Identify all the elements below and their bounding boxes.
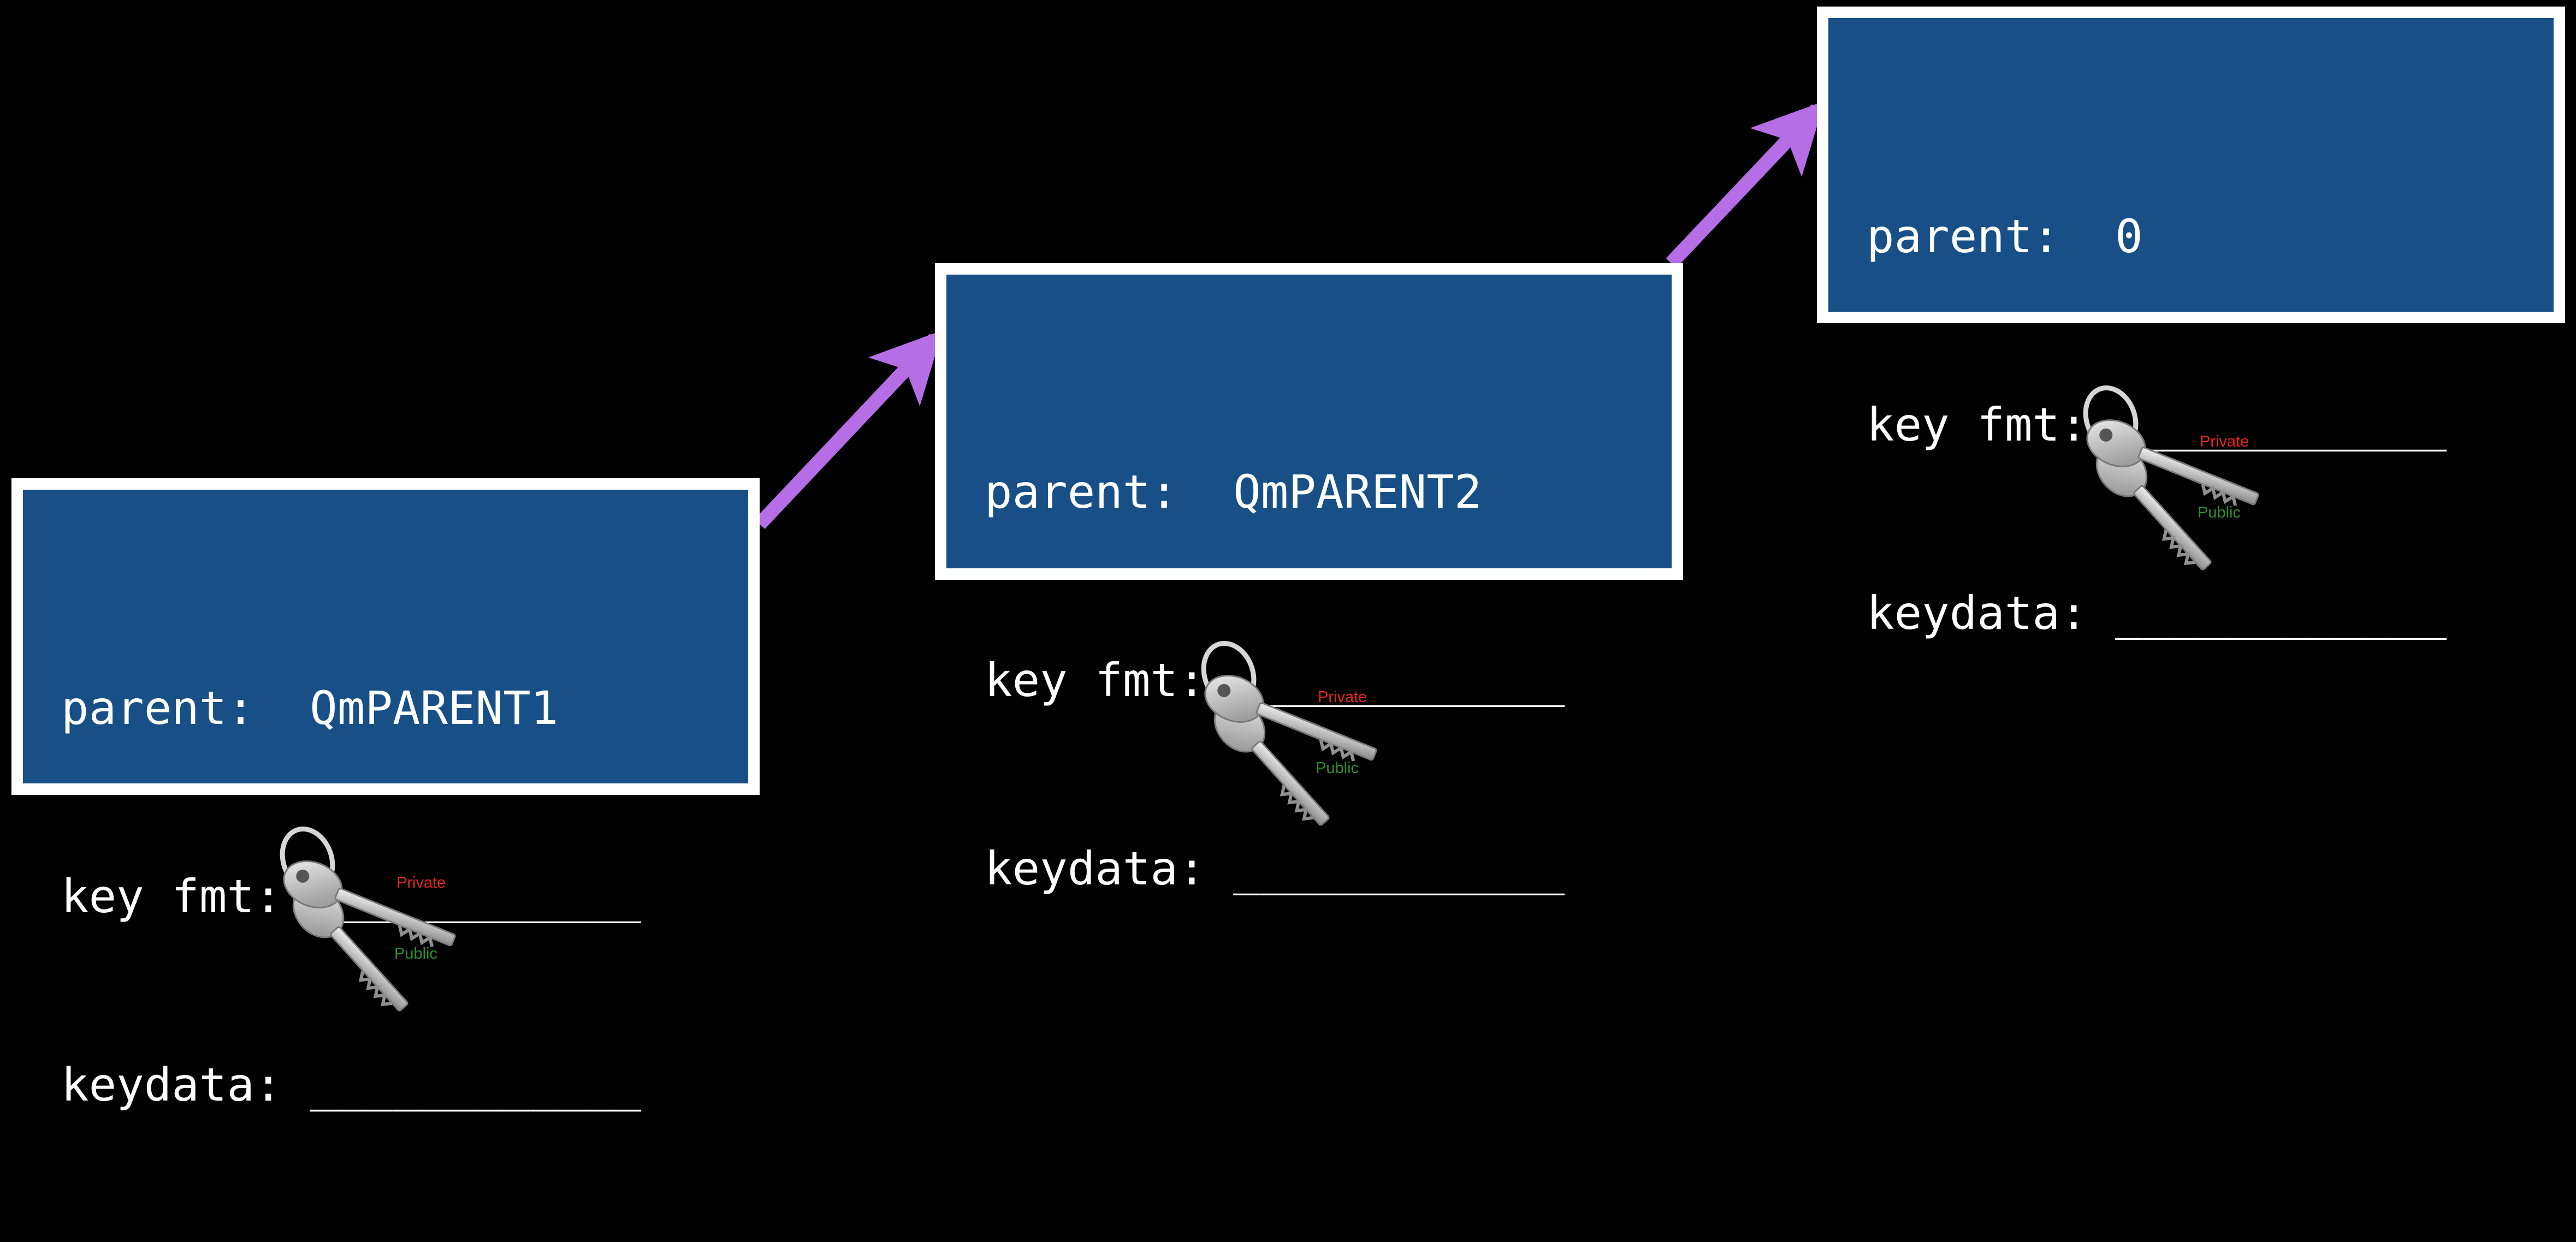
keyfmt-row: key fmt: ____________	[1867, 394, 2447, 456]
key-ring-icon	[280, 826, 456, 1012]
keydata-row: keydata: ____________	[985, 837, 1565, 900]
keydata-row: keydata: ____________	[61, 1054, 641, 1116]
keyfmt-value: ____________	[2115, 398, 2447, 451]
link-arrow-1-to-2	[754, 330, 943, 529]
keydata-label: keydata:	[61, 1058, 282, 1112]
keyfmt-label: key fmt:	[61, 870, 282, 923]
keypair-1: Private Public	[261, 822, 523, 1051]
parent-row: parent: QmPARENT2	[985, 461, 1565, 524]
link-arrow-2-to-3	[1666, 100, 1825, 268]
record-box-2: parent: QmPARENT2 key fmt: ____________ …	[935, 263, 1683, 895]
parent-label: parent:	[61, 681, 255, 735]
private-key-label: Private	[1318, 688, 1367, 706]
record-box-3: parent: 0 key fmt: ____________ keydata:…	[1817, 7, 2565, 640]
keydata-value: ____________	[1233, 842, 1565, 895]
parent-label: parent:	[985, 465, 1179, 519]
parent-row: parent: QmPARENT1	[61, 677, 641, 740]
parent-label: parent:	[1867, 210, 2060, 263]
key-ring-icon	[2083, 385, 2259, 571]
keyfmt-value: ____________	[310, 870, 642, 923]
keyfmt-row: key fmt: ____________	[61, 865, 641, 928]
private-key-label: Private	[2200, 433, 2249, 450]
parent-value: 0	[2115, 210, 2143, 263]
keyfmt-row: key fmt: ____________	[985, 649, 1565, 712]
record-box-1: parent: QmPARENT1 key fmt: ____________ …	[11, 478, 760, 1112]
keyfmt-label: key fmt:	[1867, 398, 2088, 451]
keypair-3: Private Public	[2064, 381, 2326, 610]
private-key-label: Private	[396, 874, 446, 892]
keyfmt-value: ____________	[1233, 653, 1565, 707]
keydata-label: keydata:	[1867, 586, 2088, 640]
link-arrows	[754, 100, 1825, 529]
keydata-value: ____________	[310, 1058, 642, 1112]
parent-row: parent: 0	[1867, 205, 2447, 268]
public-key-label: Public	[1316, 759, 1359, 777]
keydata-value: ____________	[2115, 586, 2447, 640]
public-key-label: Public	[394, 945, 437, 962]
parent-value: QmPARENT1	[310, 681, 559, 735]
parent-value: QmPARENT2	[1233, 465, 1482, 519]
keyfmt-label: key fmt:	[985, 653, 1206, 707]
keydata-label: keydata:	[985, 842, 1206, 895]
key-ring-icon	[1201, 640, 1377, 826]
public-key-label: Public	[2198, 504, 2241, 521]
keypair-2: Private Public	[1182, 636, 1444, 865]
keydata-row: keydata: ____________	[1867, 582, 2447, 645]
